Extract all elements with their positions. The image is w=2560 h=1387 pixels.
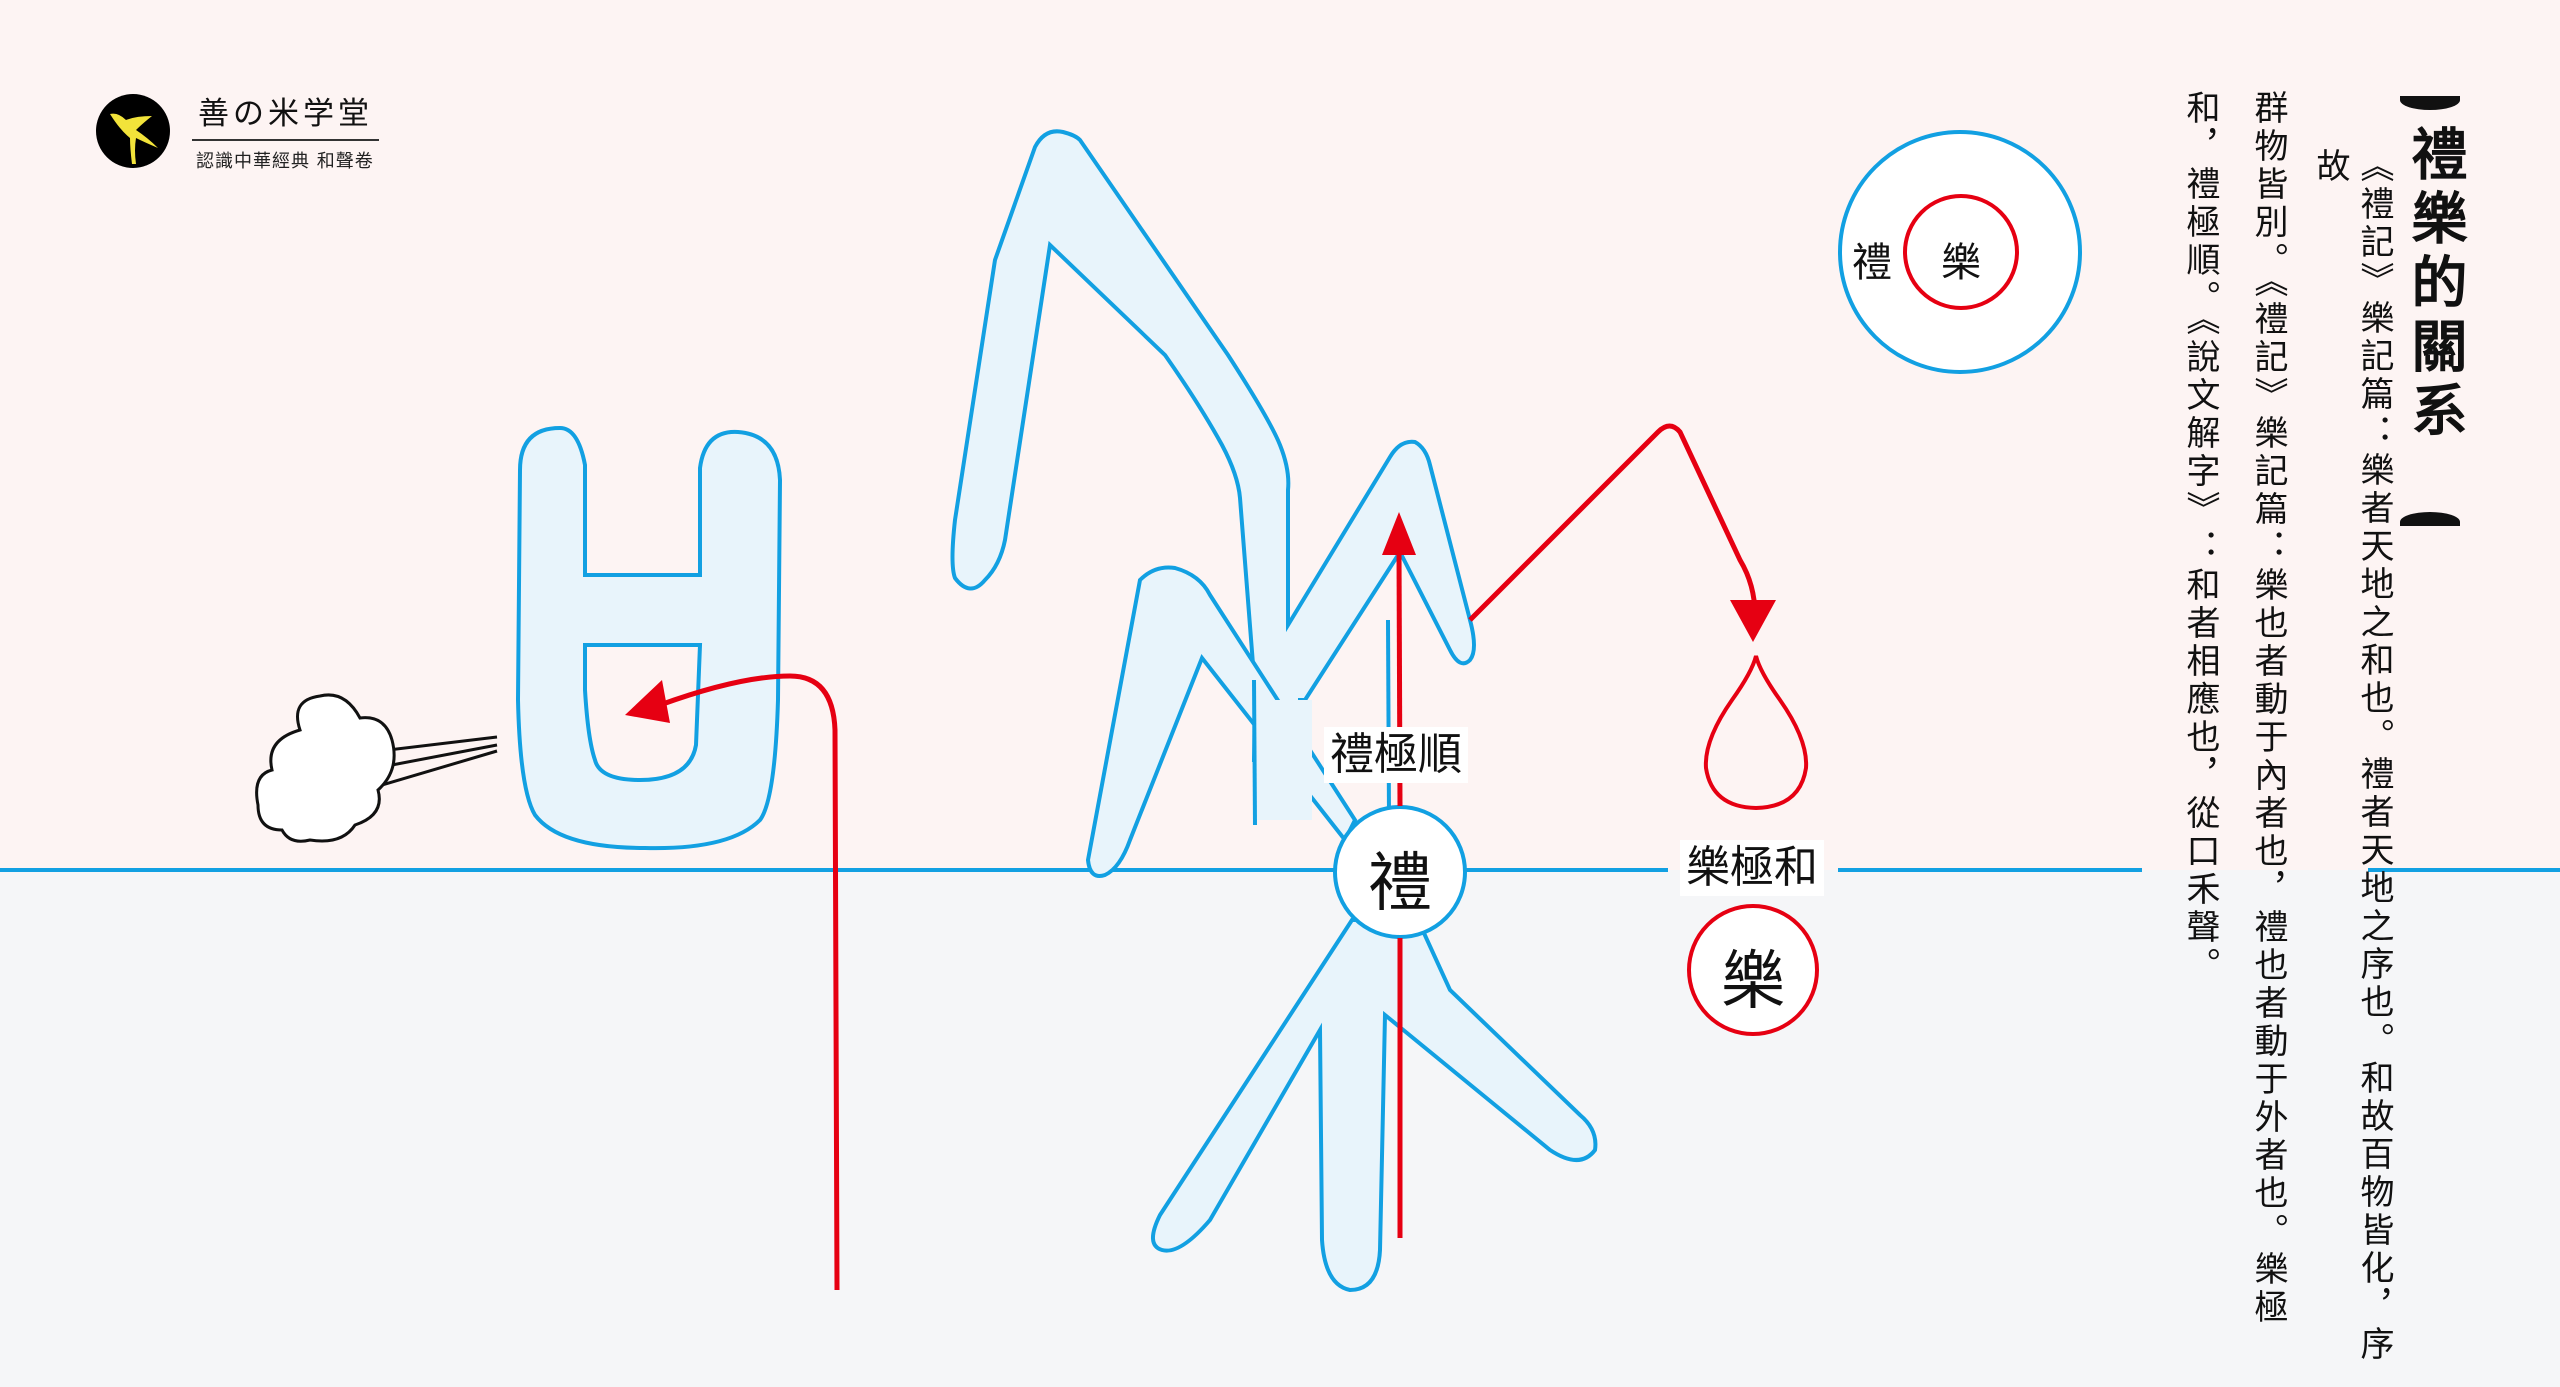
yue-ji-he-label: 樂極和 xyxy=(1680,840,1824,896)
title-bracket-bottom xyxy=(2400,512,2460,526)
quote-column-2: 群物皆別。《禮記》樂記篇：樂也者動于內者也，禮也者動于外者也。樂極 xyxy=(2248,90,2288,1327)
up-arrow-icon xyxy=(1382,512,1416,555)
li-outer-circle xyxy=(1838,130,2082,374)
left-arrow-icon xyxy=(625,680,670,723)
flow-path-left xyxy=(659,673,840,1291)
breath-cloud-icon xyxy=(255,693,498,843)
phoenix-bird-icon xyxy=(96,93,170,168)
li-circle xyxy=(1333,805,1467,939)
brand-subtitle: 認識中華經典 和聲卷 xyxy=(196,151,374,172)
quote-column-1: 《禮記》樂記篇：樂者天地之和也。禮者天地之序也。和故百物皆化，序故 xyxy=(2310,148,2394,1364)
brand-logo: 善の米学堂 認識中華經典 和聲卷 xyxy=(96,88,379,173)
flow-path-right xyxy=(1468,423,1758,622)
li-ji-shun-label: 禮極順 xyxy=(1324,727,1468,783)
li-circle-label: 禮 xyxy=(1368,847,1432,921)
upper-strokes-shape xyxy=(950,129,1476,763)
down-arrow-icon xyxy=(1730,600,1776,642)
yue-inner-circle xyxy=(1903,194,2019,310)
nested-li-label: 禮 xyxy=(1852,240,1892,286)
yue-circle-label: 樂 xyxy=(1721,945,1785,1019)
background-bottom xyxy=(0,870,2560,1387)
title-bracket-top xyxy=(2400,96,2460,110)
water-drop-icon xyxy=(1703,655,1809,811)
page-title: 禮樂的關系 xyxy=(2402,125,2468,445)
stem-shape xyxy=(1254,700,1312,820)
nested-yue-label: 樂 xyxy=(1941,240,1981,286)
brand-title: 善の米学堂 xyxy=(192,88,379,141)
mouth-radical-shape xyxy=(515,425,783,851)
quote-column-3: 和，禮極順。《說文解字》：和者相應也，從口禾聲。 xyxy=(2180,90,2220,985)
yue-circle xyxy=(1687,904,1819,1036)
lower-legs-shape xyxy=(1151,918,1598,1293)
